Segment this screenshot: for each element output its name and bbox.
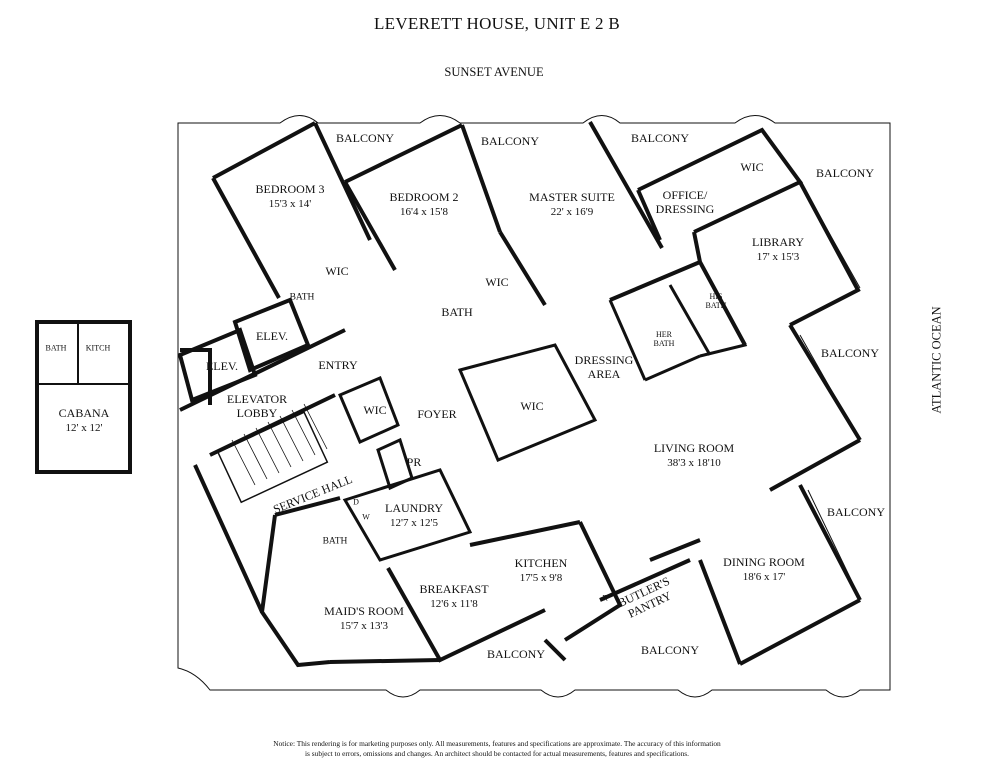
wall-bedroom2: [343, 123, 502, 271]
entry-label: ENTRY: [318, 358, 358, 373]
window-dining: [807, 489, 857, 591]
wic-label: WIC: [520, 399, 544, 414]
wall-master: [498, 121, 701, 307]
balcony-label: BALCONY: [335, 131, 395, 146]
bath-label: BATH: [441, 305, 473, 320]
street-label: SUNSET AVENUE: [444, 64, 544, 79]
wall-baths: [608, 261, 748, 382]
fridge-label: R: [602, 593, 608, 603]
window-library: [804, 189, 861, 289]
balcony-label: BALCONY: [640, 643, 700, 658]
dryer-label: D: [353, 497, 359, 507]
cabana-bath-label: BATH: [45, 343, 67, 353]
room-office-dressing: OFFICE/DRESSING: [655, 188, 715, 216]
plan-title: LEVERETT HOUSE, UNIT E 2 B: [373, 14, 621, 34]
stair-block: [216, 411, 329, 504]
ocean-label: ATLANTIC OCEAN: [929, 306, 944, 414]
wall-service: [179, 328, 346, 613]
wall-kitchen: [543, 521, 701, 662]
bath-label: BATH: [289, 292, 315, 303]
wall-elevators: [177, 297, 311, 403]
balcony-label: BALCONY: [480, 134, 540, 149]
wall-laundry: [342, 468, 473, 562]
balcony-label: BALCONY: [826, 505, 886, 520]
stair-treads: [231, 403, 328, 486]
balcony-label: BALCONY: [820, 346, 880, 361]
wall-bedroom3: [211, 121, 372, 299]
balcony-label: BALCONY: [486, 647, 546, 662]
balcony-label: BALCONY: [815, 166, 875, 181]
wic-label: WIC: [325, 264, 349, 279]
bath-label: BATH: [322, 536, 348, 547]
wic-label: WIC: [363, 403, 387, 418]
cabana-partition: [37, 322, 130, 385]
wall-dining: [698, 484, 862, 666]
wic-label: WIC: [740, 160, 764, 175]
terrace-outline: [177, 115, 891, 698]
wall-office: [636, 127, 804, 241]
balcony-label: BALCONY: [630, 131, 690, 146]
foyer-label: FOYER: [417, 407, 457, 422]
wic-label: WIC: [485, 275, 509, 290]
washer-label: W: [362, 512, 370, 522]
pr-label: PR: [406, 455, 422, 470]
cabana-outline: [35, 320, 132, 474]
wall-maids: [259, 496, 441, 668]
disclaimer: Notice: This rendering is for marketing …: [273, 739, 721, 758]
cabana-kitch-label: KITCH: [85, 343, 111, 353]
window-living: [799, 334, 856, 433]
elev-label: ELEV.: [205, 359, 239, 374]
elev-label: ELEV.: [255, 329, 289, 344]
